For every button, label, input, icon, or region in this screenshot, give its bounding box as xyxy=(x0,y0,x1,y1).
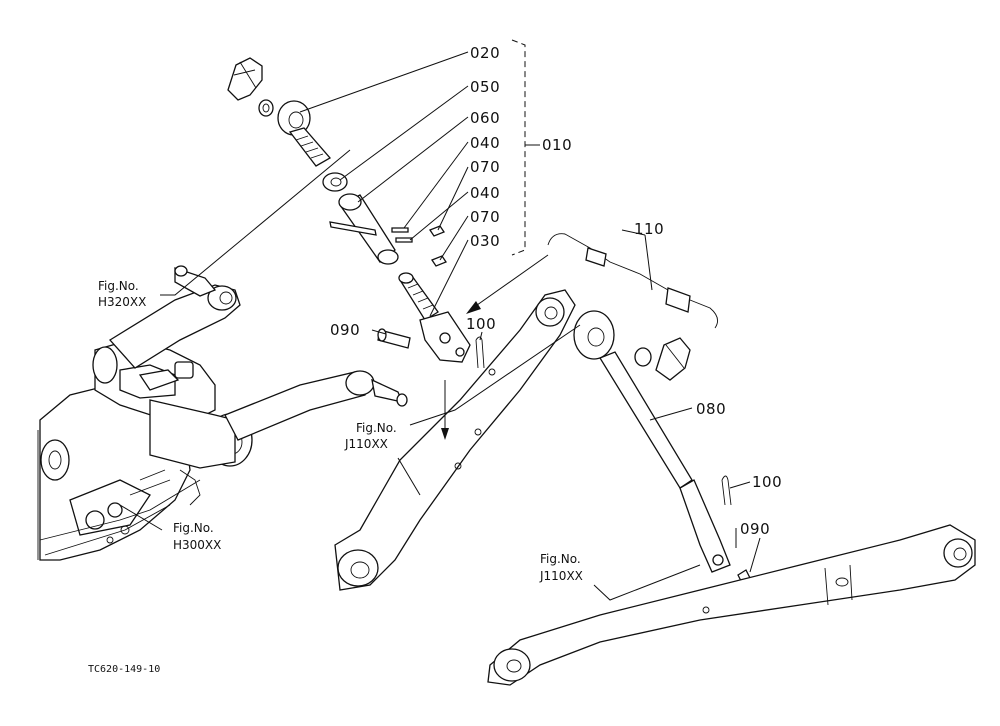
part-label-040a: 040 xyxy=(470,134,500,152)
part-label-050: 050 xyxy=(470,78,500,96)
part-label-060: 060 xyxy=(470,109,500,127)
part-label-090a: 090 xyxy=(330,321,360,339)
fig-ref-h320-line1: Fig.No. xyxy=(98,279,139,293)
lift-rod-080 xyxy=(573,310,762,605)
part-label-100b: 100 xyxy=(752,473,782,491)
fig-ref-j110b-line2: J110XX xyxy=(539,569,583,583)
lift-arm xyxy=(108,265,241,369)
lower-link-j110-bottom xyxy=(487,524,976,686)
part-label-090b: 090 xyxy=(740,520,770,538)
part-label-110: 110 xyxy=(634,220,664,238)
top-link-assembly xyxy=(227,39,526,369)
part-label-070a: 070 xyxy=(470,158,500,176)
fig-ref-h320-line2: H320XX xyxy=(98,295,146,309)
part-label-030: 030 xyxy=(470,232,500,250)
leader-lines xyxy=(119,51,761,601)
left-lower-link-rear xyxy=(224,370,408,441)
part-label-040b: 040 xyxy=(470,184,500,202)
fig-ref-h300-line2: H300XX xyxy=(173,538,221,552)
part-label-070b: 070 xyxy=(470,208,500,226)
adjuster-wire-110 xyxy=(547,233,719,329)
fig-ref-h300-line1: Fig.No. xyxy=(173,521,214,535)
lower-link-right xyxy=(334,289,576,591)
fig-ref-j110a-line1: Fig.No. xyxy=(356,421,397,435)
fig-ref-j110b-line1: Fig.No. xyxy=(540,552,581,566)
drawing-code: TC620-149-10 xyxy=(88,664,160,675)
part-label-020: 020 xyxy=(470,44,500,62)
part-label-080: 080 xyxy=(696,400,726,418)
figure-references: Fig.No. H320XX Fig.No. J110XX Fig.No. H3… xyxy=(98,279,583,583)
tractor-rear-housing xyxy=(37,339,253,561)
part-label-010: 010 xyxy=(542,136,572,154)
fig-ref-j110a-line2: J110XX xyxy=(344,437,388,451)
part-labels: 020 050 060 040 010 070 040 070 030 110 … xyxy=(330,44,782,538)
part-label-100a: 100 xyxy=(466,315,496,333)
